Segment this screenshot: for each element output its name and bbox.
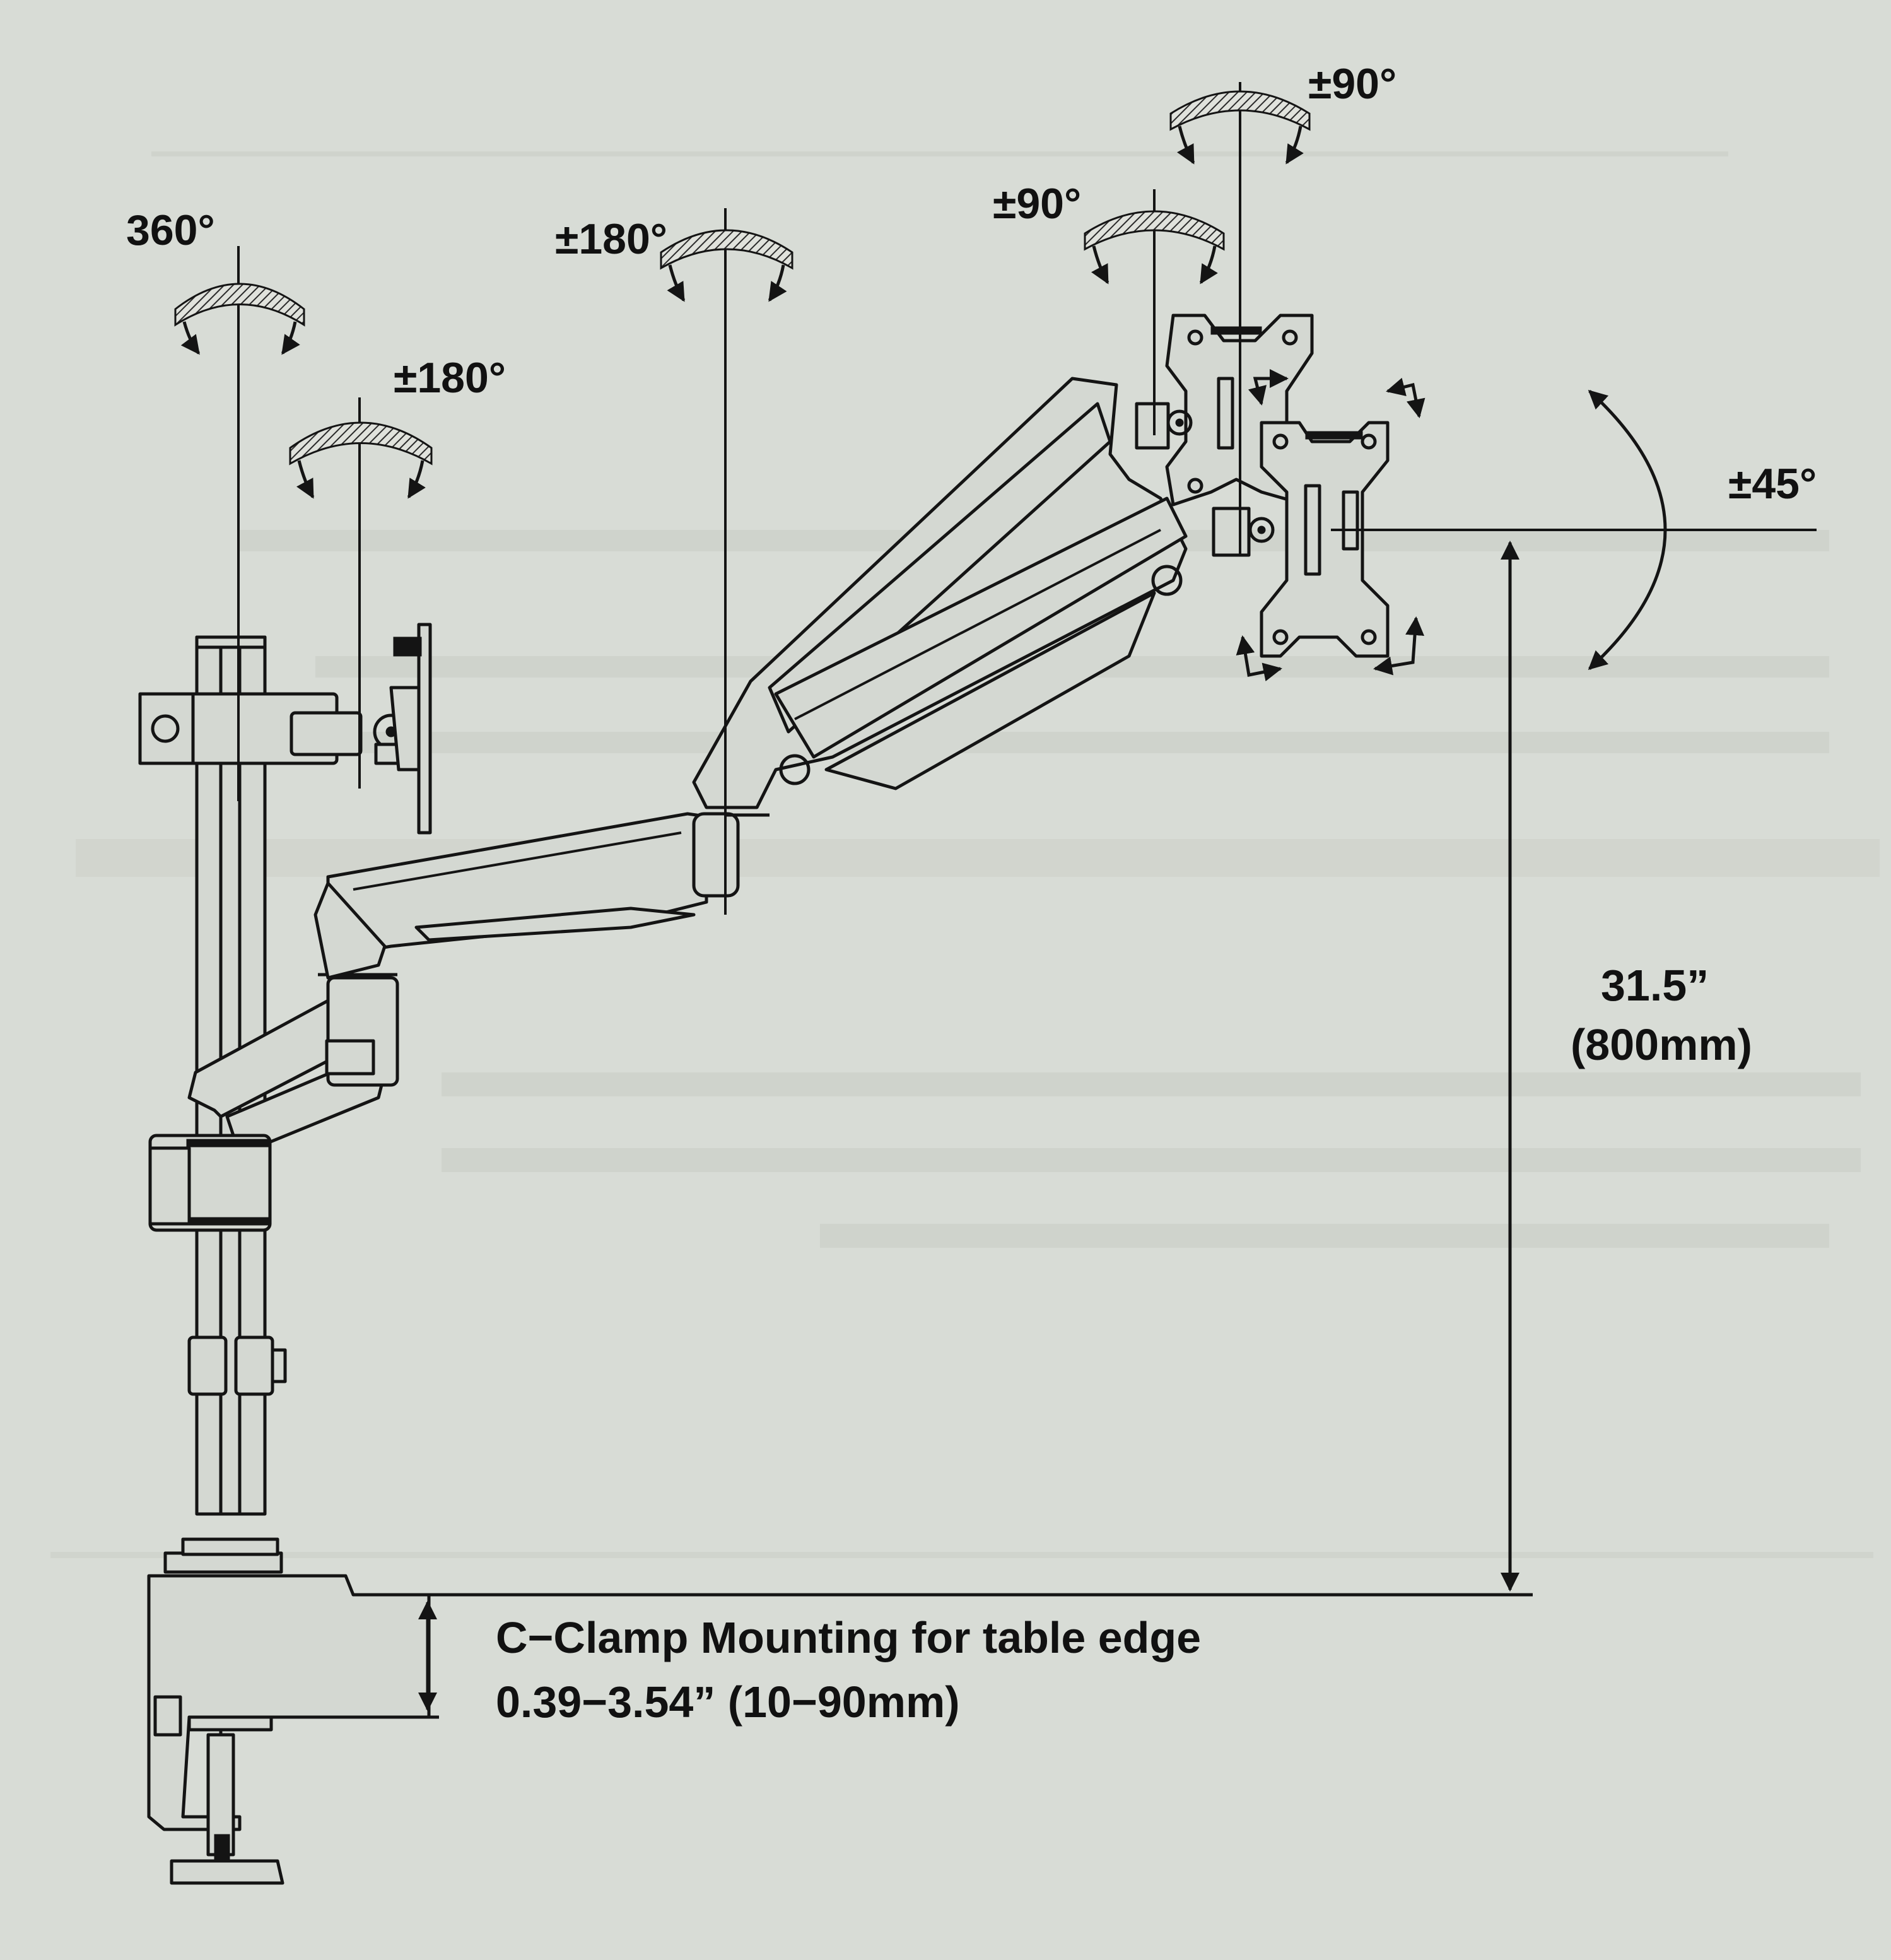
c-clamp [147,1574,431,1885]
height-metric: (800mm) [1571,1020,1752,1069]
label-head-swivel-lower: ±90° [993,180,1081,228]
swivel-arrow-head-upper [1169,90,1311,165]
label-elbow-swivel: ±180° [555,215,667,263]
clamp-caption-line1: C−Clamp Mounting for table edge [496,1613,1201,1662]
height-imperial: 31.5” [1601,961,1709,1010]
lower-collar [148,1134,272,1232]
tilt-head-lower [1212,421,1390,658]
side-vesa-plate [389,623,432,835]
forearm [692,377,1188,817]
label-head-swivel-upper: ±90° [1308,60,1396,108]
clamp-thickness-dimension [416,1600,439,1719]
clamp-caption-line2: 0.39−3.54” (10−90mm) [496,1677,960,1727]
screen-rotation-arrow [1588,389,1667,671]
rotation-axes [237,82,1817,915]
bleed-through-texture [50,151,1880,1558]
swivel-arrow-pole [174,283,305,355]
swivel-arrow-head-lower [1084,210,1225,285]
upper-arm [313,812,740,980]
cable-clip-pair [187,1335,287,1396]
label-pole-swivel: 360° [126,206,215,254]
label-arm-base-swivel: ±180° [394,354,506,402]
swivel-arrow-arm-base [289,421,433,499]
swivel-arrow-elbow [660,229,793,302]
vesa-adjust-arrows [1236,369,1426,682]
label-screen-rotation: ±45° [1728,460,1817,508]
